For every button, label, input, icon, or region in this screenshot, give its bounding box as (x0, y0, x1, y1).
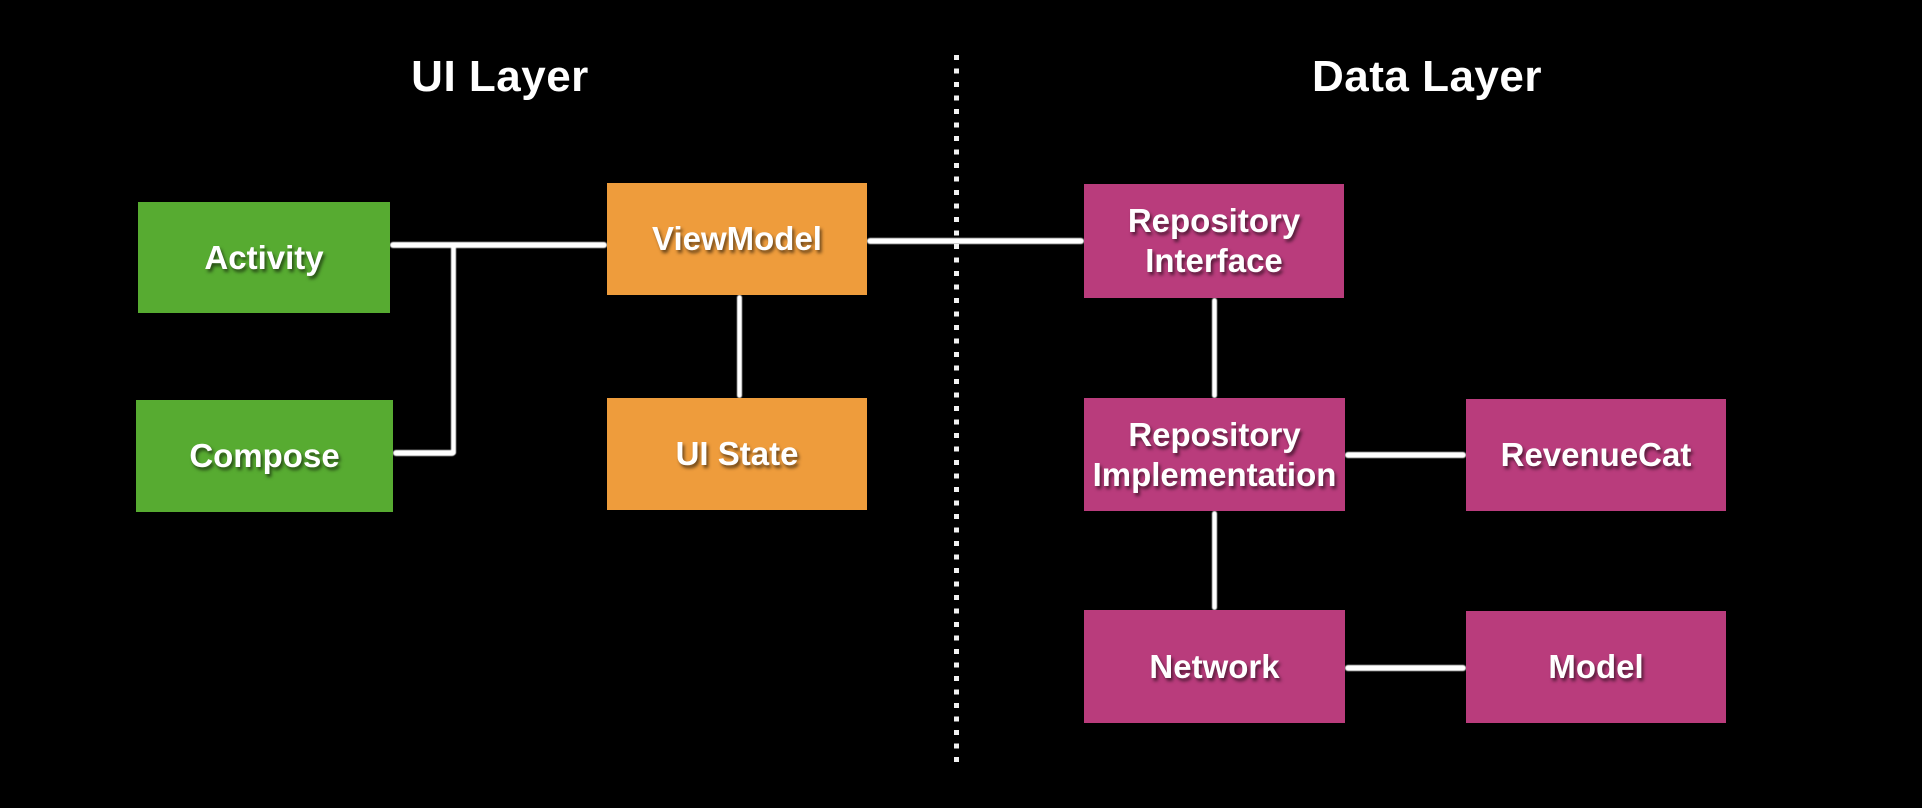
node-activity: Activity (138, 202, 390, 313)
edge-interface-implementation (1212, 298, 1217, 398)
edge-compose-branch-vertical (451, 245, 456, 455)
edge-viewmodel-repository-interface (867, 238, 1084, 244)
node-repository-implementation: Repository Implementation (1084, 398, 1345, 511)
node-compose: Compose (136, 400, 393, 512)
node-viewmodel-label: ViewModel (652, 220, 822, 258)
edge-network-model (1345, 665, 1466, 671)
edge-viewmodel-uistate (737, 295, 742, 398)
ui-layer-title: UI Layer (411, 52, 589, 101)
node-network-label: Network (1149, 647, 1280, 685)
node-compose-label: Compose (189, 437, 340, 475)
node-repository-interface-label: Repository Interface (1127, 202, 1301, 279)
data-layer-title: Data Layer (1311, 52, 1542, 101)
node-viewmodel: ViewModel (607, 183, 867, 295)
edge-implementation-revenuecat (1345, 452, 1466, 458)
node-revenuecat-label: RevenueCat (1500, 436, 1692, 474)
node-model: Model (1466, 611, 1726, 723)
layer-divider-dotted-line (954, 55, 959, 767)
node-repository-implementation-label: Repository Implementation (1092, 415, 1337, 493)
node-network: Network (1084, 610, 1345, 723)
node-ui-state: UI State (607, 398, 867, 510)
node-ui-state-label: UI State (675, 435, 799, 473)
edge-activity-viewmodel (390, 242, 607, 248)
edge-compose-branch-horizontal (393, 450, 455, 456)
node-repository-interface: Repository Interface (1084, 184, 1344, 298)
node-activity-label: Activity (204, 238, 324, 276)
edge-implementation-network (1212, 511, 1217, 610)
node-model-label: Model (1548, 648, 1644, 686)
node-revenuecat: RevenueCat (1466, 399, 1726, 511)
